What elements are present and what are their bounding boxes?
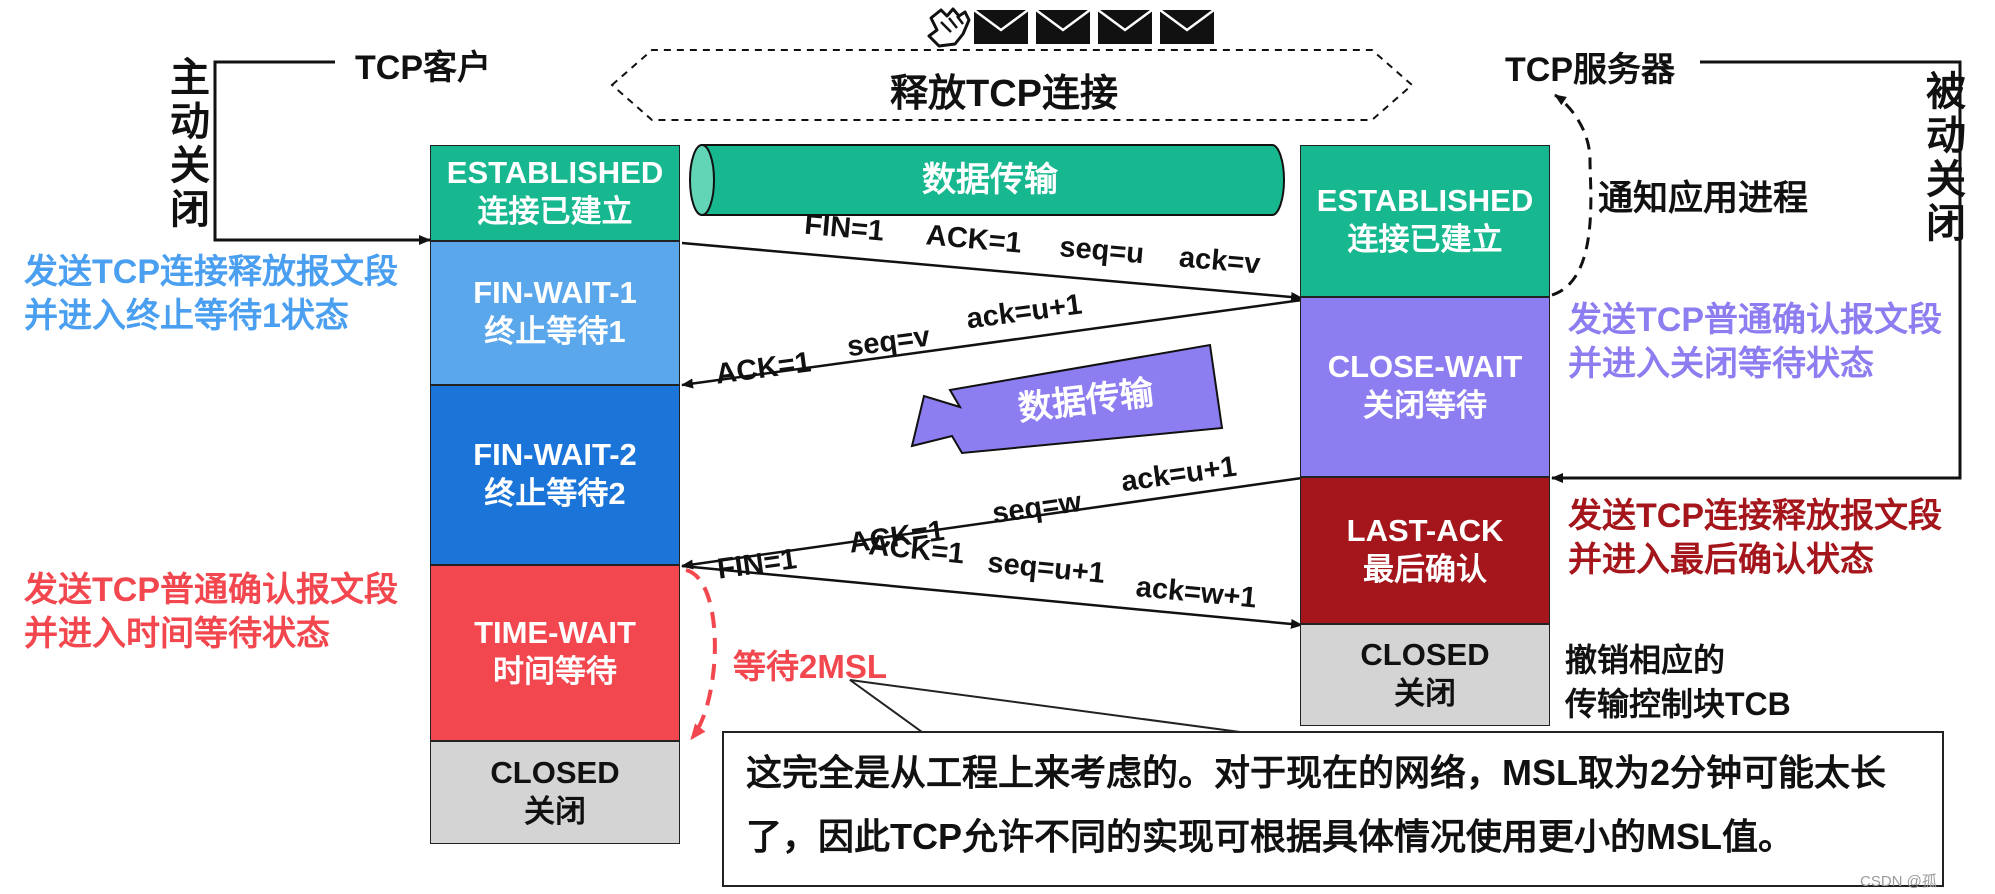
- msl-callout-box: 这完全是从工程上来考虑的。对于现在的网络，MSL取为2分钟可能太长 了，因此TC…: [722, 731, 1944, 887]
- msg3-acknum: ack=u+1: [1119, 451, 1238, 498]
- msg4-seq: seq=u+1: [986, 547, 1106, 590]
- msg1-acknum: ack=v: [1178, 242, 1262, 281]
- release-connection-title: 释放TCP连接: [890, 73, 1119, 115]
- callout-line1: 这完全是从工程上来考虑的。对于现在的网络，MSL取为2分钟可能太长: [746, 752, 1887, 793]
- msg2-seq: seq=v: [845, 321, 932, 364]
- server-note-last-ack: 发送TCP连接释放报文段 并进入最后确认状态: [1568, 494, 1942, 582]
- client-closed-line2: 关闭: [524, 793, 586, 829]
- server-note-close-wait: 发送TCP普通确认报文段 并进入关闭等待状态: [1568, 298, 1942, 386]
- client-established-line1: ESTABLISHED: [446, 155, 664, 191]
- data-transfer-cylinder: [689, 144, 1285, 216]
- server-note-2-line2: 并进入最后确认状态: [1568, 541, 1874, 579]
- server-established-line1: ESTABLISHED: [1316, 183, 1534, 219]
- notify-app-label: 通知应用进程: [1598, 179, 1809, 218]
- server-last-ack-line1: LAST-ACK: [1346, 512, 1504, 548]
- msg3-seq: seq=w: [990, 486, 1083, 530]
- envelope-icon: [973, 8, 1029, 44]
- msg-client-ack-arrow: [681, 564, 1303, 629]
- client-time-wait-line1: TIME-WAIT: [474, 615, 636, 651]
- msg2-ack: ACK=1: [714, 346, 813, 390]
- server-state-last-ack: LAST-ACK 最后确认: [1300, 477, 1550, 624]
- envelope-icon: [1035, 8, 1091, 44]
- server-note-3-line1: 撤销相应的: [1565, 642, 1726, 678]
- callout-line2: 了，因此TCP允许不同的实现可根据具体情况使用更小的MSL值。: [746, 816, 1794, 857]
- client-closed-line1: CLOSED: [490, 754, 620, 790]
- msg4-acknum: ack=w+1: [1134, 571, 1257, 614]
- server-passive-close-line: [1551, 60, 1962, 483]
- server-note-1-line2: 并进入关闭等待状态: [1568, 345, 1874, 383]
- callout-pointer: [849, 679, 1241, 733]
- msg-ack-arrow: [681, 298, 1303, 389]
- client-time-wait-line2: 时间等待: [493, 654, 617, 689]
- client-fin-wait-2-line2: 终止等待2: [484, 476, 626, 511]
- server-note-3-line2: 传输控制块TCB: [1565, 686, 1791, 722]
- client-fin-wait-2-line1: FIN-WAIT-2: [473, 437, 637, 473]
- server-closed-line1: CLOSED: [1360, 637, 1490, 673]
- release-connection-arrow: [610, 49, 1414, 121]
- wait-2msl-label: 等待2MSL: [733, 648, 888, 685]
- msg-server-fin-arrow: [681, 476, 1303, 570]
- client-established-line2: 连接已建立: [477, 194, 633, 229]
- msg3-fin: FIN=1: [715, 543, 798, 586]
- server-established-line2: 连接已建立: [1347, 222, 1503, 257]
- server-state-closed: CLOSED 关闭: [1300, 624, 1550, 726]
- server-label: TCP服务器: [1505, 51, 1675, 89]
- server-note-2-line1: 发送TCP连接释放报文段: [1568, 497, 1942, 535]
- active-close-label: 主动关闭: [164, 56, 208, 232]
- server-last-ack-line2: 最后确认: [1363, 551, 1487, 587]
- hand-icon: [927, 7, 971, 48]
- server-state-established: ESTABLISHED 连接已建立: [1300, 145, 1550, 297]
- notify-app-arrow: [1551, 93, 1593, 297]
- msg4-ack: ACK=1: [867, 529, 966, 570]
- envelope-icon: [1159, 8, 1215, 44]
- client-note-time-wait: 发送TCP普通确认报文段 并进入时间等待状态: [24, 568, 398, 656]
- client-fin-wait-1-line1: FIN-WAIT-1: [473, 275, 637, 311]
- client-note-2-line2: 并进入时间等待状态: [24, 615, 330, 653]
- envelope-icon: [1097, 8, 1153, 44]
- server-state-close-wait: CLOSE-WAIT 关闭等待: [1300, 297, 1550, 477]
- msg1-fin: FIN=1: [803, 209, 885, 248]
- client-label: TCP客户: [355, 49, 491, 87]
- client-active-close-line: [213, 60, 431, 245]
- client-state-fin-wait-2: FIN-WAIT-2 终止等待2: [430, 385, 680, 565]
- client-note-1-line2: 并进入终止等待1状态: [24, 297, 349, 335]
- data-transfer-top-label: 数据传输: [922, 161, 1059, 199]
- client-state-closed: CLOSED 关闭: [430, 741, 680, 844]
- server-note-1-line1: 发送TCP普通确认报文段: [1568, 301, 1942, 339]
- server-closed-line2: 关闭: [1394, 676, 1456, 711]
- client-fin-wait-1-line2: 终止等待1: [484, 314, 626, 349]
- watermark: CSDN @孤: [1860, 873, 1937, 890]
- server-note-closed: 撤销相应的 传输控制块TCB: [1565, 638, 1791, 726]
- msg1-ack: ACK=1: [925, 219, 1023, 259]
- client-note-1-line1: 发送TCP连接释放报文段: [24, 253, 398, 291]
- data-transfer-arrow: [910, 343, 1224, 455]
- client-state-established: ESTABLISHED 连接已建立: [430, 145, 680, 241]
- server-close-wait-line1: CLOSE-WAIT: [1327, 349, 1523, 385]
- server-close-wait-line2: 关闭等待: [1363, 388, 1487, 423]
- client-state-fin-wait-1: FIN-WAIT-1 终止等待1: [430, 241, 680, 385]
- client-state-time-wait: TIME-WAIT 时间等待: [430, 565, 680, 741]
- msg-fin-arrow: [681, 241, 1303, 303]
- wait-2msl-curve: [685, 568, 717, 741]
- client-note-fin-wait-1: 发送TCP连接释放报文段 并进入终止等待1状态: [24, 250, 398, 338]
- msg2-acknum: ack=u+1: [965, 289, 1084, 336]
- msg1-seq: seq=u: [1058, 231, 1145, 270]
- client-note-2-line1: 发送TCP普通确认报文段: [24, 571, 398, 609]
- passive-close-label: 被动关闭: [1920, 70, 1964, 246]
